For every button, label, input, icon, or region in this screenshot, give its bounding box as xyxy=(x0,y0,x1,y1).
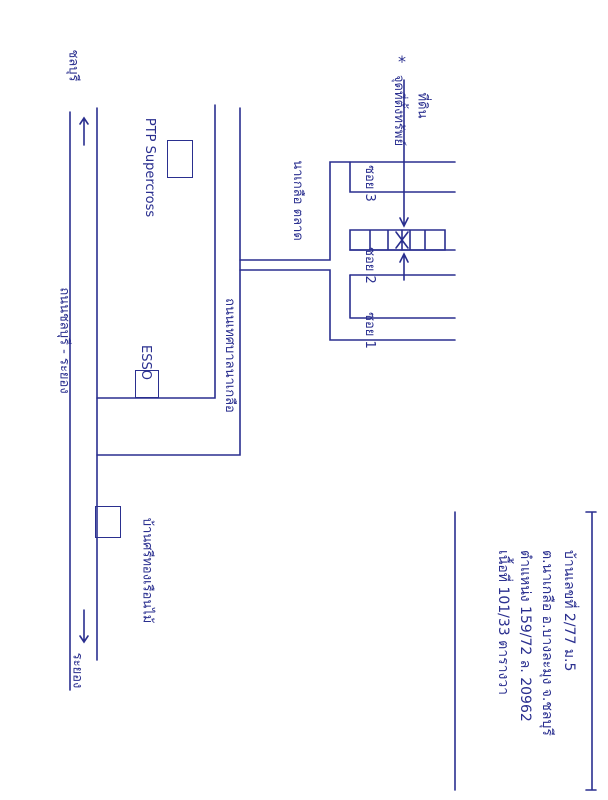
market-label: นาเกลือ ตลาด xyxy=(289,160,305,241)
arrow-up-icon xyxy=(79,116,89,146)
target-marker-label: * xyxy=(398,52,406,71)
soi-3-top xyxy=(349,161,456,193)
address-line-3: ตำแหน่ง 159/72 ล. 20962 xyxy=(517,550,533,722)
soi-1-line xyxy=(349,274,456,319)
top-direction-label: ชลบุรี xyxy=(65,49,81,82)
soi-3-label: ซอย 3 xyxy=(361,165,377,202)
lot-row xyxy=(349,229,446,251)
arrow-down-icon xyxy=(79,609,89,644)
target-lot-icon xyxy=(395,229,409,251)
side-road-south xyxy=(239,269,456,341)
address-line-1: บ้านเลขที่ 2/77 ม.5 xyxy=(561,550,577,672)
soi-2-label: ซอย 2 xyxy=(361,247,377,284)
furniture-shop-building xyxy=(95,506,121,538)
target-note-label: จุดที่ตั้งทรัพย์ xyxy=(391,74,407,147)
main-road-label: ถนนชลบุรี - ระยอง xyxy=(56,287,72,394)
service-road-upper xyxy=(96,104,216,399)
bottom-direction-label: ระยอง xyxy=(69,652,85,689)
pointer-arrow-up-icon xyxy=(399,252,409,281)
esso-building xyxy=(135,370,159,398)
side-road-label: ถนนเทศบาลนาเกลือ xyxy=(221,298,237,413)
address-line-4: เนื้อที่ 101/33 ตารางวา xyxy=(495,550,511,696)
esso-label: ESSO xyxy=(137,345,153,380)
target-note2-label: ที่ดิน xyxy=(414,92,430,119)
info-bracket xyxy=(585,511,597,791)
address-line-2: ต.นาเกลือ อ.บางละมุง จ.ชลบุรี xyxy=(539,550,555,736)
furniture-shop-label: บ้านศรีทองเรือนไม้ xyxy=(139,517,155,624)
pointer-arrow-icon xyxy=(399,79,409,228)
ptp-label: PTP Supercross xyxy=(142,117,158,218)
ptp-building xyxy=(167,140,193,178)
service-road-lower xyxy=(96,107,241,456)
address-block: บ้านเลขที่ 2/77 ม.5 ต.นาเกลือ อ.บางละมุง… xyxy=(470,550,580,800)
side-road-north xyxy=(239,161,456,261)
soi-1-label: ซอย 1 xyxy=(361,312,377,349)
